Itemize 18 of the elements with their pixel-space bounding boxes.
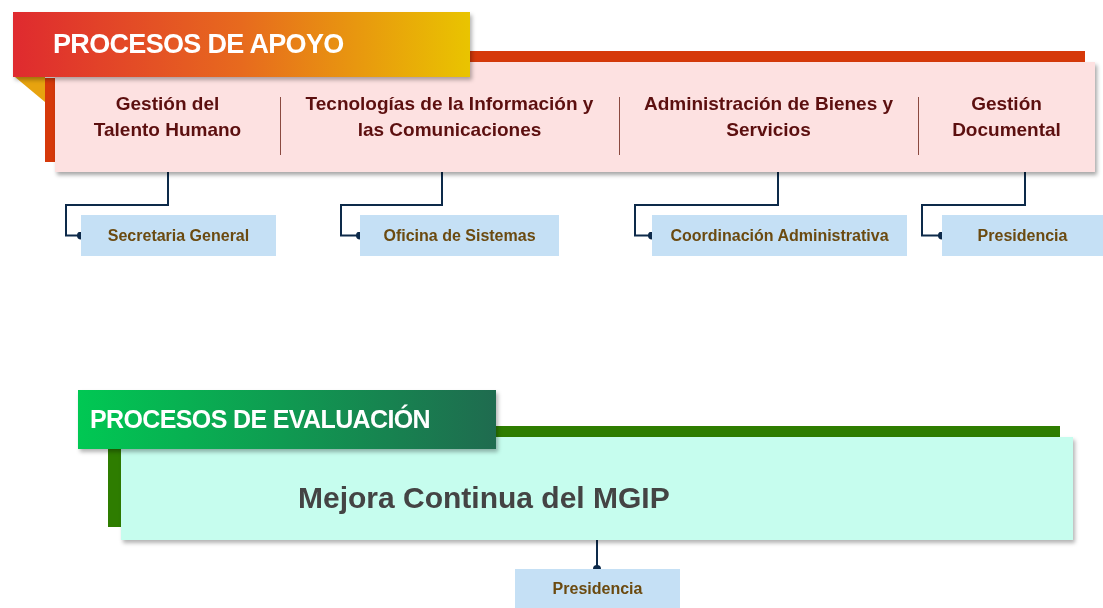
unit-box: Oficina de Sistemas xyxy=(360,215,559,256)
process-label: Gestión del Talento Humano xyxy=(92,92,243,142)
process-label: Gestión Documental xyxy=(951,92,1062,142)
process-label: Mejora Continua del MGIP xyxy=(298,480,670,516)
process-label: Tecnologías de la Información y las Comunicaciones xyxy=(304,92,595,142)
process-group xyxy=(78,390,1073,540)
process-label: Administración de Bienes y Servicios xyxy=(642,92,895,142)
connector-line xyxy=(65,171,169,240)
section-banner: PROCESOS DE APOYO xyxy=(13,12,470,77)
process-group xyxy=(13,12,1095,172)
connector-line xyxy=(340,171,443,240)
unit-box: Secretaria General xyxy=(81,215,276,256)
section-banner: PROCESOS DE EVALUACIÓN xyxy=(78,390,496,449)
unit-box: Coordinación Administrativa xyxy=(652,215,907,256)
connector-line xyxy=(921,171,1026,240)
unit-box: Presidencia xyxy=(515,569,680,608)
unit-box: Presidencia xyxy=(942,215,1103,256)
connector-line xyxy=(634,171,779,240)
